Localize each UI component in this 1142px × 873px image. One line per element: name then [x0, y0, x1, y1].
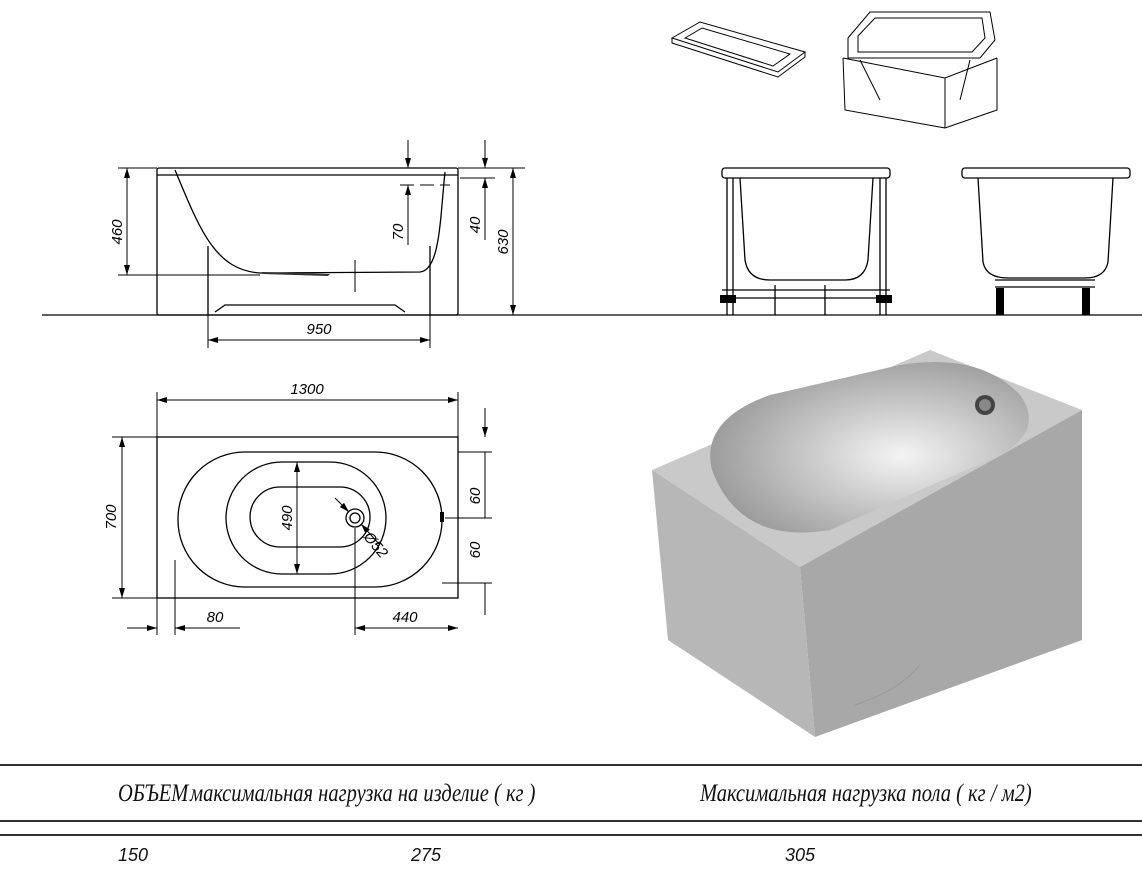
- top-view: 1300 700 490 60 60 80 440 Ø52: [103, 381, 492, 635]
- side-view: 460 70 40 630 950: [109, 140, 525, 348]
- value-max-load-product: 275: [411, 845, 442, 865]
- dim-40: 40: [467, 216, 484, 233]
- header-max-load-product: максимальная нагрузка на изделие ( кг ): [190, 780, 536, 807]
- dim-drain-diameter: Ø52: [359, 528, 391, 562]
- bathtub-icon-plain: [670, 21, 807, 78]
- bathtub-icon-with-panel: [842, 11, 998, 129]
- dim-80: 80: [207, 609, 224, 626]
- dim-1300: 1300: [290, 381, 324, 398]
- dim-460: 460: [109, 219, 126, 245]
- dim-630: 630: [495, 229, 512, 255]
- header-max-load-floor: Максимальная нагрузка пола ( кг / м2): [700, 780, 1032, 807]
- dim-60-a: 60: [467, 487, 484, 504]
- value-volume: 150: [118, 845, 149, 865]
- dim-950: 950: [306, 321, 332, 338]
- dim-70: 70: [390, 223, 407, 240]
- table-values-rule: [0, 834, 1142, 836]
- bathtub-render: [652, 350, 1082, 737]
- value-max-load-floor: 305: [785, 845, 816, 865]
- table-top-rule: [0, 764, 1142, 766]
- front-view-with-frame: [720, 167, 892, 315]
- dim-490: 490: [279, 505, 296, 531]
- dim-440: 440: [392, 609, 418, 626]
- table-header-rule: [0, 820, 1142, 822]
- front-view-with-legs: [961, 167, 1131, 315]
- dim-60-b: 60: [467, 541, 484, 558]
- header-volume: ОБЪЕМ: [118, 780, 189, 807]
- dim-700: 700: [103, 504, 120, 530]
